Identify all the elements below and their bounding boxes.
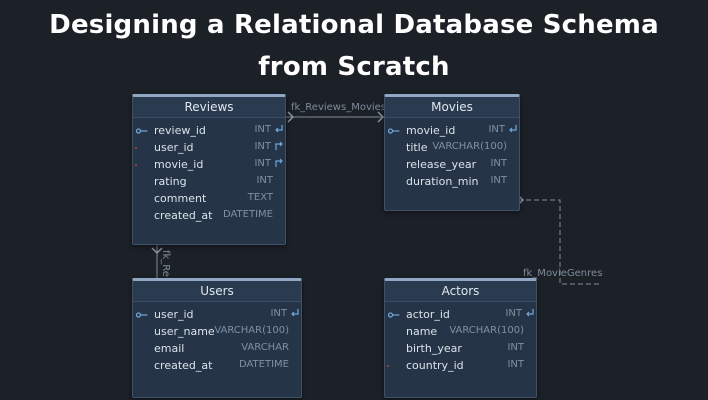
field-name: country_id [406, 359, 464, 372]
foreign-key-marker [387, 365, 389, 367]
field-name: release_year [406, 158, 477, 171]
connector-movie-genres[interactable] [518, 199, 602, 285]
field-type: VARCHAR(100) [449, 325, 524, 336]
field-type: VARCHAR [241, 342, 289, 353]
primary-key-icon [136, 128, 148, 134]
field-type: INT [507, 342, 524, 353]
relation-label-reviews-movies: fk_Reviews_Movies [291, 102, 387, 113]
field-name: name [406, 325, 438, 338]
relation-label-movie-genres: fk_MovieGenres [523, 268, 603, 279]
field-row-movie-id[interactable]: movie_id INT [133, 157, 285, 174]
field-type: TEXT [247, 192, 273, 203]
primary-key-icon [388, 312, 400, 318]
return-arrow-icon [509, 125, 517, 133]
field-type: INT [270, 308, 287, 319]
field-name: movie_id [154, 158, 204, 171]
field-row-comment[interactable]: comment TEXT [133, 191, 285, 208]
field-type: DATETIME [222, 209, 273, 220]
field-type: VARCHAR(100) [432, 141, 507, 152]
field-row-birth-year[interactable]: birth_year INT [385, 341, 536, 358]
field-name: comment [154, 192, 207, 205]
foreign-key-marker [135, 164, 137, 166]
corner-arrow-icon [275, 158, 283, 167]
field-row-release-year[interactable]: release_year INT [385, 157, 519, 174]
field-type: INT [490, 158, 507, 169]
field-row-rating[interactable]: rating INT [133, 174, 285, 191]
field-row-duration-min[interactable]: duration_min INT [385, 174, 519, 191]
field-name: user_id [154, 308, 194, 321]
connector-arrow-movies [377, 111, 385, 123]
field-type: INT [254, 124, 271, 135]
corner-arrow-icon [275, 141, 283, 150]
field-row-created-at[interactable]: created_at DATETIME [133, 208, 285, 225]
table-header-reviews: Reviews [133, 97, 285, 118]
field-name: user_name [154, 325, 215, 338]
field-name: created_at [154, 209, 213, 222]
field-name: user_id [154, 141, 194, 154]
foreign-key-marker [135, 147, 137, 149]
relation-label-reviews-users: fk_Re [160, 250, 171, 277]
field-name: email [154, 342, 185, 355]
field-type: INT [254, 141, 271, 152]
field-name: birth_year [406, 342, 462, 355]
connector-arrow-reviews [287, 111, 295, 123]
field-type: INT [254, 158, 271, 169]
primary-key-icon [388, 128, 400, 134]
field-name: duration_min [406, 175, 479, 188]
field-type: INT [490, 175, 507, 186]
field-type: INT [505, 308, 522, 319]
field-type: INT [488, 124, 505, 135]
field-row-user-id[interactable]: user_id INT [133, 140, 285, 157]
field-type: DATETIME [238, 359, 289, 370]
page-title-line-2: from Scratch [258, 52, 450, 82]
field-name: movie_id [406, 124, 456, 137]
field-name: title [406, 141, 428, 154]
field-type: VARCHAR(100) [214, 325, 289, 336]
field-type: INT [507, 359, 524, 370]
table-header-actors: Actors [385, 281, 536, 302]
primary-key-icon [136, 312, 148, 318]
field-row-user-id[interactable]: user_id INT [133, 307, 301, 324]
table-header-movies: Movies [385, 97, 519, 118]
field-row-name[interactable]: name VARCHAR(100) [385, 324, 536, 341]
table-header-users: Users [133, 281, 301, 302]
field-row-movie-id[interactable]: movie_id INT [385, 123, 519, 140]
page-title-line-1: Designing a Relational Database Schema [49, 10, 659, 40]
field-name: rating [154, 175, 187, 188]
return-arrow-icon [291, 309, 299, 317]
return-arrow-icon [275, 125, 283, 133]
field-name: actor_id [406, 308, 450, 321]
field-row-actor-id[interactable]: actor_id INT [385, 307, 536, 324]
field-row-country-id[interactable]: country_id INT [385, 358, 536, 375]
field-row-review-id[interactable]: review_id INT [133, 123, 285, 140]
field-row-title[interactable]: title VARCHAR(100) [385, 140, 519, 157]
field-type: INT [256, 175, 273, 186]
connector-arrow-users [151, 247, 163, 255]
field-name: created_at [154, 359, 213, 372]
field-row-created-at[interactable]: created_at DATETIME [133, 358, 301, 375]
field-name: review_id [154, 124, 206, 137]
return-arrow-icon [526, 309, 534, 317]
field-row-email[interactable]: email VARCHAR [133, 341, 301, 358]
